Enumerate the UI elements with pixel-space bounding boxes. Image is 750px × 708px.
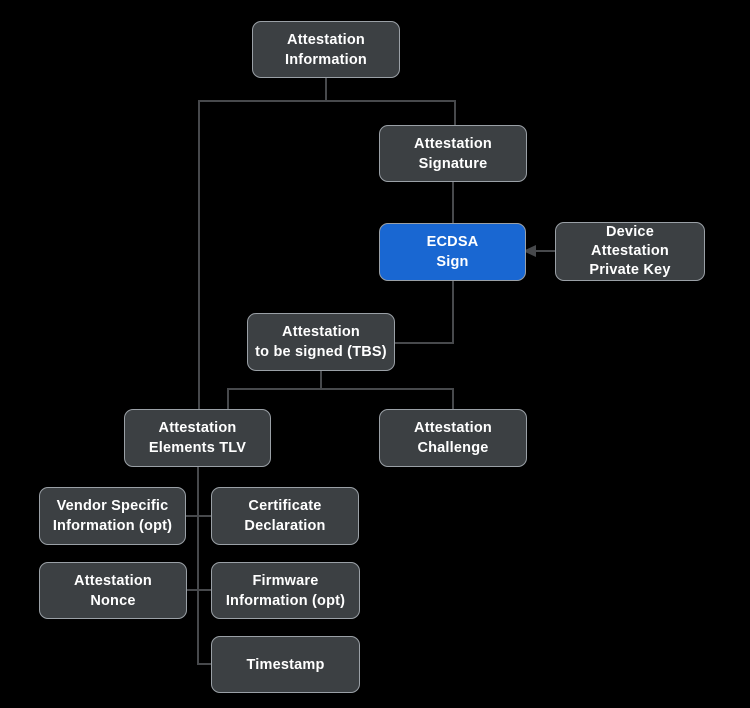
edge-information-branch <box>198 100 456 102</box>
edge-vendor-certificate <box>185 515 212 517</box>
edge-to-timestamp <box>197 663 213 665</box>
edge-private-key-to-ecdsa <box>535 250 555 252</box>
edge-ecdsa-to-tbs <box>394 342 454 344</box>
edge-information-down <box>325 78 327 101</box>
node-vendor-specific-information: Vendor Specific Information (opt) <box>39 487 186 545</box>
node-attestation-information: Attestation Information <box>252 21 400 78</box>
edge-tbs-to-elements-tlv <box>227 388 229 409</box>
edge-information-to-elements-tlv <box>198 100 200 409</box>
edge-nonce-firmware <box>185 589 212 591</box>
node-certificate-declaration: Certificate Declaration <box>211 487 359 545</box>
node-device-attestation-private-key: Device Attestation Private Key <box>555 222 705 281</box>
node-attestation-nonce: Attestation Nonce <box>39 562 187 619</box>
node-timestamp: Timestamp <box>211 636 360 693</box>
edge-signature-to-ecdsa <box>452 182 454 223</box>
edge-ecdsa-down <box>452 281 454 344</box>
node-attestation-tbs: Attestation to be signed (TBS) <box>247 313 395 371</box>
node-ecdsa-sign: ECDSA Sign <box>379 223 526 281</box>
edge-elements-tlv-down <box>197 466 199 665</box>
arrowhead-left-icon <box>523 245 536 257</box>
edge-tbs-down <box>320 370 322 390</box>
edge-tbs-to-challenge <box>452 388 454 409</box>
edge-information-to-signature <box>454 100 456 125</box>
node-attestation-elements-tlv: Attestation Elements TLV <box>124 409 271 467</box>
node-attestation-challenge: Attestation Challenge <box>379 409 527 467</box>
node-firmware-information: Firmware Information (opt) <box>211 562 360 619</box>
node-attestation-signature: Attestation Signature <box>379 125 527 182</box>
edge-tbs-branch <box>227 388 454 390</box>
